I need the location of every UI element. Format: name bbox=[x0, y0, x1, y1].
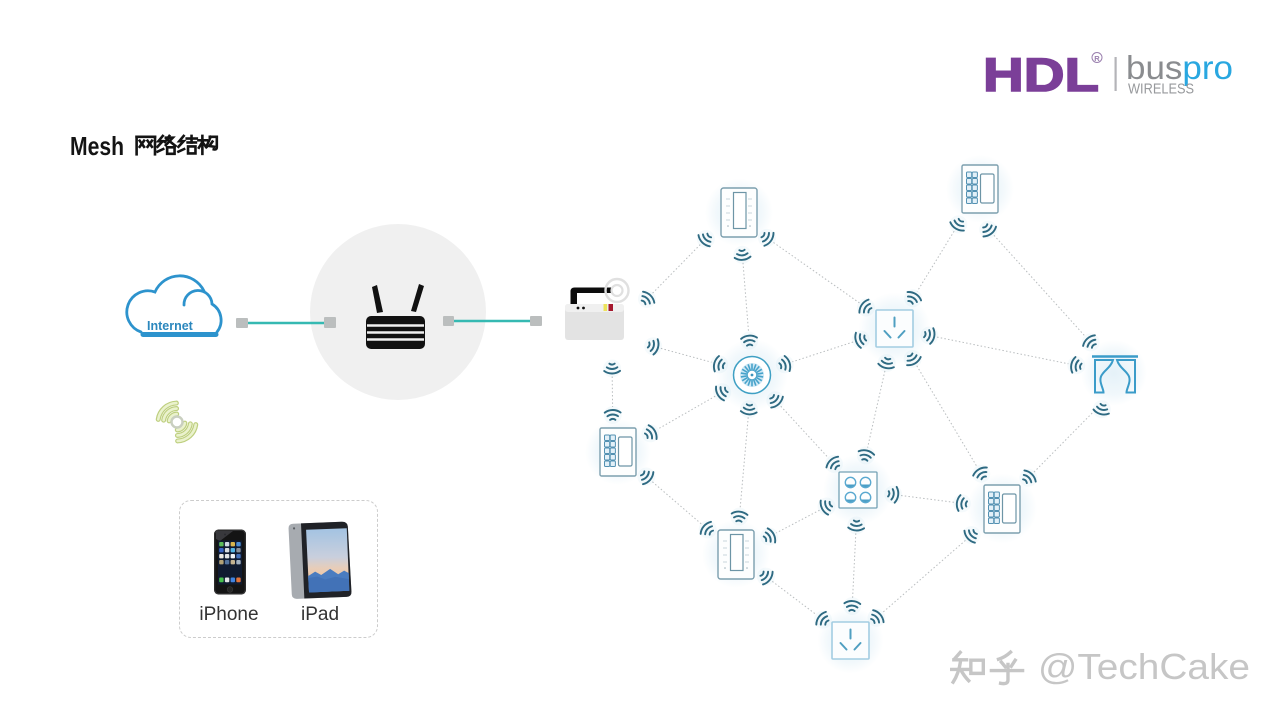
svg-text:R: R bbox=[1094, 54, 1100, 63]
svg-text:iPad: iPad bbox=[301, 604, 339, 625]
svg-text:HDL: HDL bbox=[983, 48, 1099, 101]
svg-text:Mesh: Mesh bbox=[70, 131, 124, 161]
svg-text:@TechCake: @TechCake bbox=[1038, 646, 1250, 687]
svg-text:iPhone: iPhone bbox=[199, 604, 258, 625]
svg-text:buspro: buspro bbox=[1126, 49, 1233, 86]
svg-text:Internet: Internet bbox=[147, 319, 194, 333]
svg-text:WIRELESS: WIRELESS bbox=[1128, 81, 1194, 98]
